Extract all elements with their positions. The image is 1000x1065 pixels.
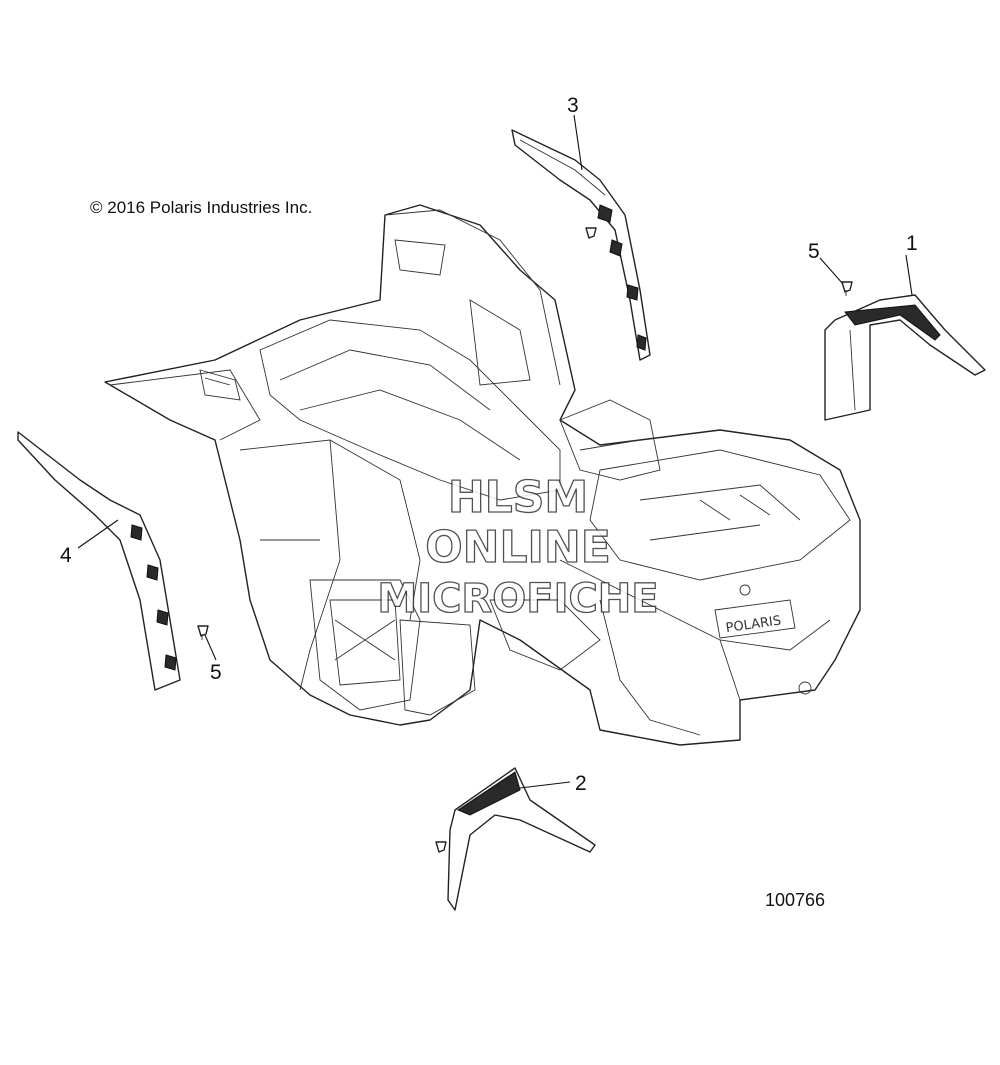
callout-3: 3: [567, 94, 579, 117]
leader-line: [77, 519, 119, 549]
part-2-trim: [447, 767, 596, 911]
leader-line: [204, 634, 217, 661]
part-4-trim: [17, 431, 181, 691]
atv-body-assembly: POLARIS: [104, 204, 861, 746]
part-1-fender-flare: [824, 294, 986, 421]
callout-1: 1: [906, 232, 918, 255]
svg-text:HLSM: HLSM: [448, 472, 588, 523]
leader-line: [905, 254, 913, 296]
part-3-trim: [511, 129, 651, 361]
svg-text:ONLINE: ONLINE: [425, 522, 611, 573]
callout-4: 4: [60, 544, 72, 567]
leader-line: [519, 781, 571, 789]
svg-text:MICROFICHE: MICROFICHE: [377, 576, 658, 622]
leader-line: [819, 257, 844, 285]
push-rivet-fastener: [197, 227, 853, 853]
leader-line: [573, 114, 583, 171]
figure-number: 100766: [765, 890, 825, 910]
callout-5-left: 5: [210, 661, 222, 684]
watermark: HLSM ONLINE MICROFICHE: [377, 471, 660, 622]
callout-2: 2: [575, 772, 587, 795]
copyright-notice: © 2016 Polaris Industries Inc.: [90, 198, 312, 217]
callout-5-right: 5: [808, 240, 820, 263]
